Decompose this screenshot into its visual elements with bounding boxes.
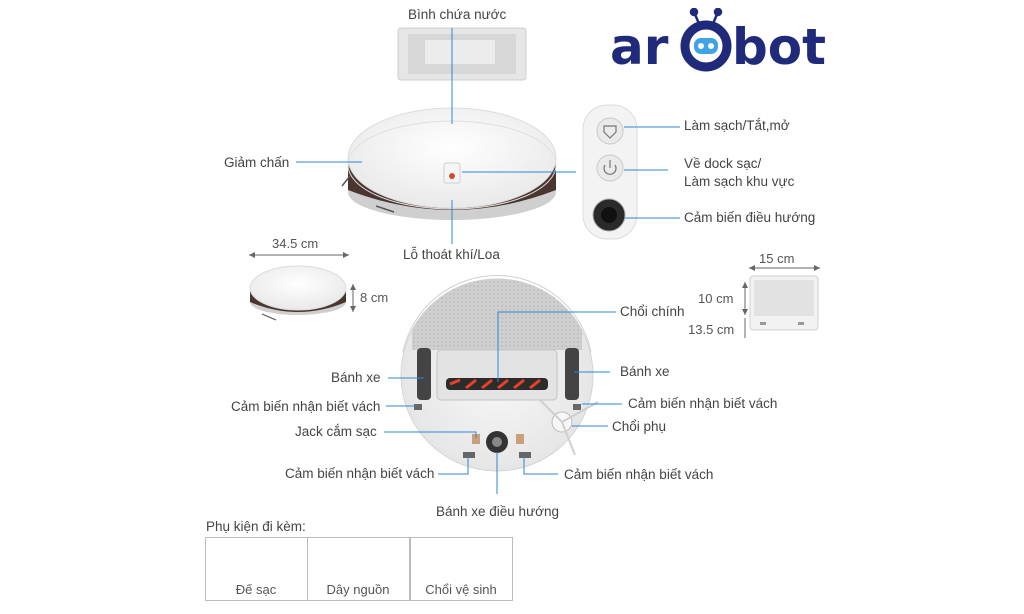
clean-power-label: Làm sạch/Tắt,mở [684, 118, 790, 133]
water-tank-image [397, 27, 527, 81]
robot-top-image [341, 107, 557, 220]
side-brush-label: Chổi phụ [612, 419, 667, 434]
svg-text:bot: bot [732, 18, 826, 72]
leader-lines [296, 28, 680, 494]
wheel-left-label: Bánh xe [331, 370, 381, 385]
robot-bottom-image [400, 275, 599, 472]
main-brush-label: Chổi chính [620, 304, 685, 319]
cliff-sensor-left-label: Cảm biến nhận biết vách [231, 399, 381, 414]
charge-jack-label: Jack cắm sạc [295, 424, 377, 439]
dock-height-label: 10 cm [698, 291, 734, 306]
accessory-cable-box: Dây nguồn [307, 537, 410, 601]
dock-depth-label: 13.5 cm [688, 322, 735, 337]
accessory-brush-caption: Chổi vệ sinh [425, 582, 497, 597]
control-panel-image [582, 104, 638, 240]
cliff-sensor-bottom-left-label: Cảm biến nhận biết vách [285, 466, 435, 481]
dock-width-dimension [749, 265, 820, 271]
wheel-right-label: Bánh xe [620, 364, 670, 379]
svg-text:ar: ar [610, 18, 669, 72]
accessory-dock-caption: Đế sạc [235, 582, 277, 597]
robot-width-dimension [249, 252, 349, 258]
water-tank-label: Bình chứa nước [408, 7, 507, 22]
nav-sensor-label: Cảm biến điều hướng [684, 210, 816, 225]
arobot-logo-mark: ar bot [610, 7, 826, 76]
dock-width-label: 15 cm [759, 251, 795, 266]
steer-wheel-label: Bánh xe điều hướng [436, 504, 559, 519]
dock-height-dimension [742, 282, 748, 338]
exhaust-label: Lỗ thoát khí/Loa [403, 247, 500, 262]
accessory-cable-caption: Dây nguồn [326, 582, 390, 597]
arobot-logo: ar bot [608, 7, 838, 76]
area-clean-label: Làm sạch khu vực [684, 174, 795, 189]
cliff-sensor-right-label: Cảm biến nhận biết vách [628, 396, 778, 411]
cliff-sensor-bottom-right-label: Cảm biến nhận biết vách [564, 467, 714, 482]
robot-height-dimension [350, 284, 356, 312]
robot-side-image [249, 265, 347, 321]
accessory-brush-box: Chổi vệ sinh [410, 537, 513, 601]
bumper-label: Giảm chấn [224, 155, 290, 170]
dock-return-label: Về dock sạc/ [684, 156, 762, 171]
accessories-title: Phụ kiện đi kèm: [206, 519, 306, 534]
dock-image [749, 275, 819, 331]
robot-width-label: 34.5 cm [272, 236, 319, 251]
robot-height-label: 8 cm [360, 290, 389, 305]
accessory-dock-box: Đế sạc [205, 537, 308, 601]
